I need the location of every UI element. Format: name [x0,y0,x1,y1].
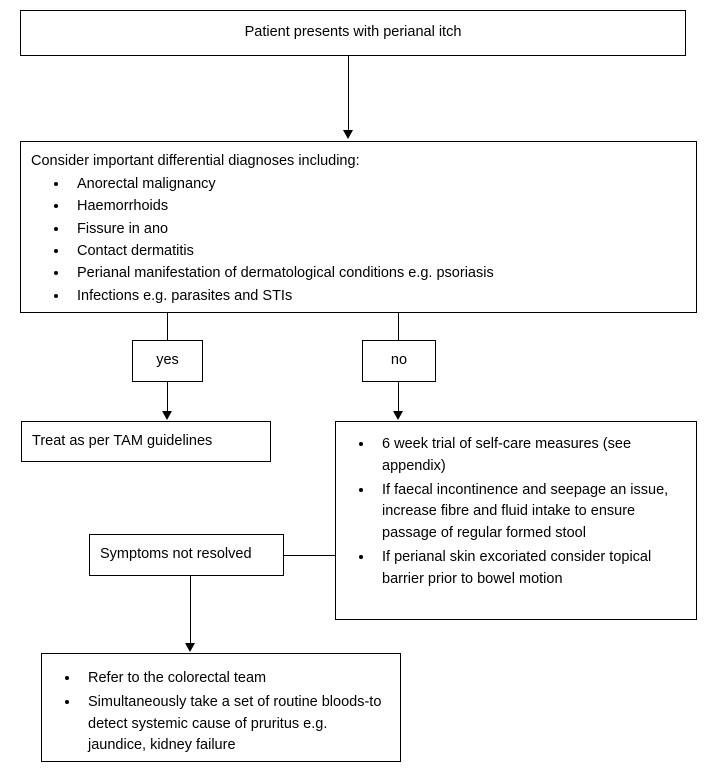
list-item: Haemorrhoids [69,196,684,217]
node-treat-tam-guidelines: Treat as per TAM guidelines [21,421,271,462]
connector-yes-to-treat [167,382,169,413]
list-item: Contact dermatitis [69,241,684,262]
node-treat-tam-label: Treat as per TAM guidelines [32,432,213,449]
node-differential-diagnoses: Consider important differential diagnose… [20,141,697,313]
connector-no-to-selfcare [398,382,400,413]
list-item: Infections e.g. parasites and STIs [69,286,684,307]
list-item: If perianal skin excoriated consider top… [374,547,682,591]
node-referral-actions: Refer to the colorectal team Simultaneou… [41,653,401,762]
list-item: Anorectal malignancy [69,174,684,195]
node-decision-no-label: no [390,352,408,369]
referral-list: Refer to the colorectal team Simultaneou… [42,668,386,757]
node-self-care-measures: 6 week trial of self-care measures (see … [335,421,697,620]
self-care-list: 6 week trial of self-care measures (see … [336,434,682,590]
node-decision-no: no [362,340,436,382]
connector-presentation-to-differentials [348,56,350,132]
arrowhead-yes-to-treat [162,411,172,420]
differential-lead-text: Consider important differential diagnose… [31,153,360,169]
list-item: If faecal incontinence and seepage an is… [374,480,682,545]
arrowhead-symptoms-to-referral [185,643,195,652]
connector-symptoms-to-referral [190,576,192,646]
node-symptoms-not-resolved-label: Symptoms not resolved [100,546,252,563]
list-item: Fissure in ano [69,219,684,240]
node-decision-yes-label: yes [156,352,179,369]
arrowhead-no-to-selfcare [393,411,403,420]
arrowhead-presentation-to-differentials [343,130,353,139]
node-patient-presentation-label: Patient presents with perianal itch [244,24,462,41]
differential-list: Anorectal malignancy Haemorrhoids Fissur… [31,174,684,307]
connector-differentials-to-no [398,313,400,341]
connector-differentials-to-yes [167,313,169,341]
node-patient-presentation: Patient presents with perianal itch [20,10,686,56]
node-symptoms-not-resolved: Symptoms not resolved [89,534,284,576]
list-item: Perianal manifestation of dermatological… [69,263,684,284]
list-item: Simultaneously take a set of routine blo… [80,692,386,757]
list-item: 6 week trial of self-care measures (see … [374,434,682,478]
node-decision-yes: yes [132,340,203,382]
connector-selfcare-to-symptoms [284,555,336,557]
list-item: Refer to the colorectal team [80,668,386,690]
